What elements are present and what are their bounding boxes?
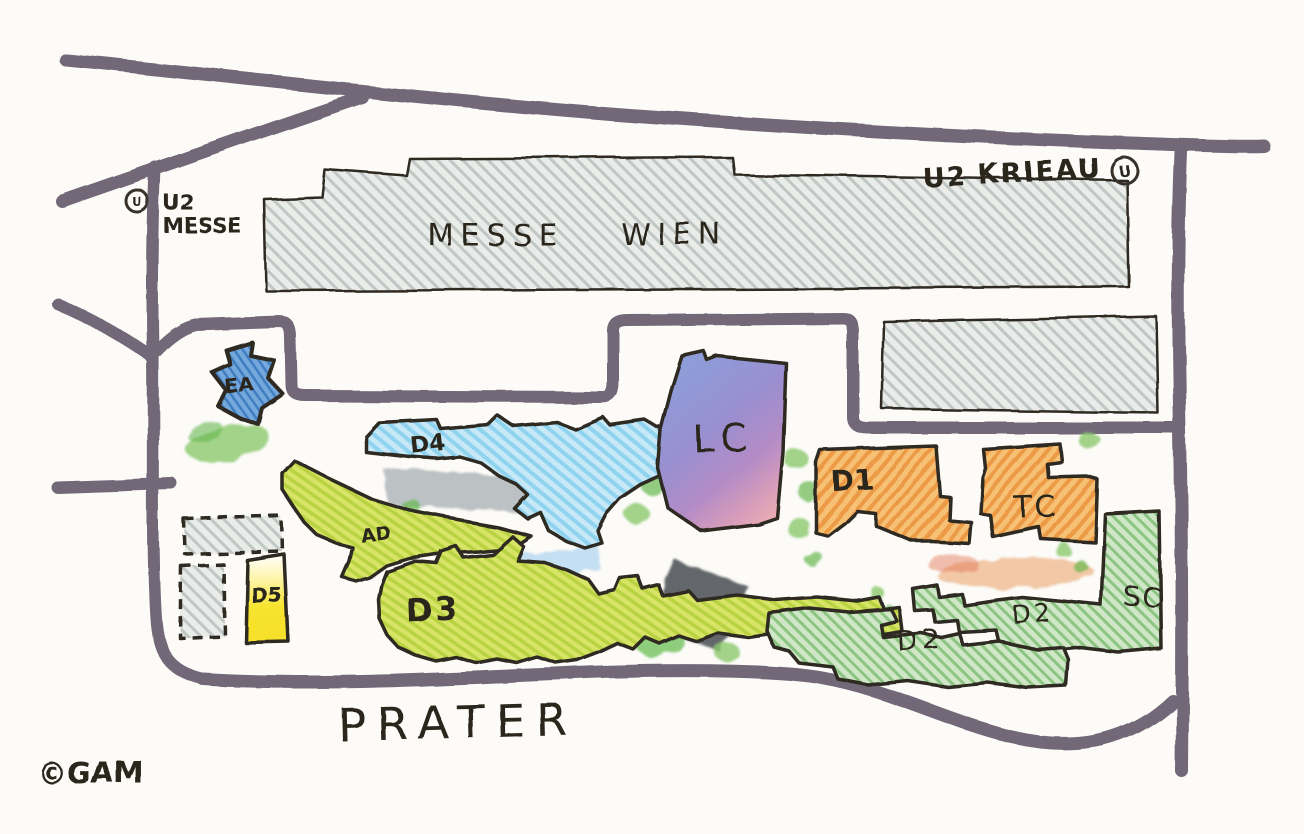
building-label-sc: SC: [1123, 581, 1162, 613]
tree: [625, 504, 649, 524]
building-label-ea: EA: [224, 372, 256, 399]
ubahn-icon: U: [124, 188, 150, 214]
building-d2-south: [765, 606, 1070, 690]
tree: [1074, 561, 1088, 573]
tree: [803, 549, 821, 565]
ubahn-icon-letter: U: [1117, 162, 1130, 181]
road-left-branch: [52, 298, 157, 362]
road-right-vertical: [1171, 145, 1189, 777]
building-label-d1: D1: [830, 463, 874, 498]
tree: [1055, 543, 1071, 557]
building-lc: [656, 349, 788, 533]
building-d4: [364, 414, 743, 550]
building-label-d3: D3: [406, 590, 462, 630]
tree: [714, 643, 740, 661]
ubahn-icon-letter: U: [132, 195, 142, 209]
park-label-prater: PRATER: [337, 692, 579, 752]
pencil-smudge-gray: [383, 469, 532, 511]
planned-lot-dashed-2: [178, 562, 226, 640]
road-bottom-prater: [196, 664, 1179, 750]
ubahn-icon: U: [1109, 155, 1139, 185]
building-label-d4: D4: [409, 430, 447, 460]
building-label-d2-south: D2: [896, 624, 946, 657]
tree: [187, 420, 223, 444]
road-left-stub: [52, 478, 178, 494]
labels: U2 KRIEAU U U2 MESSE U MESSE WIEN PRATER…: [36, 153, 1162, 791]
building-label-d5: D5: [250, 583, 282, 607]
station-label-messe-line: U2: [163, 191, 195, 215]
building-ad: [281, 459, 533, 583]
building-d2-north-sc: [911, 509, 1163, 654]
tree: [787, 518, 811, 538]
tree: [1079, 433, 1101, 449]
building-ea: [210, 340, 285, 426]
building-d1: [814, 444, 973, 545]
venue-label-messe-wien: MESSE WIEN: [427, 218, 728, 253]
planned-lot-dashed-1: [182, 514, 284, 556]
building-tc: [978, 442, 1099, 544]
buildings: [178, 155, 1163, 690]
exhibition-hall-building: [880, 314, 1160, 415]
road-top-main: [59, 53, 1271, 153]
building-label-ad: AD: [359, 521, 392, 547]
road-top-diagonal: [55, 90, 369, 208]
road-campus-loop: [145, 312, 1186, 434]
building-label-lc: LC: [693, 416, 754, 462]
tree: [784, 449, 808, 469]
copyright-gam: ©GAM: [36, 756, 144, 791]
building-label-d2-north: D2: [1011, 598, 1054, 630]
station-label-messe-name: MESSE: [163, 214, 242, 238]
building-label-tc: TC: [1012, 489, 1060, 526]
messe-wien-building: [262, 155, 1131, 293]
road-left-vertical: [146, 161, 209, 685]
building-d5: [243, 552, 290, 644]
road-network: [52, 53, 1271, 777]
orange-smudge-small: [926, 554, 978, 572]
